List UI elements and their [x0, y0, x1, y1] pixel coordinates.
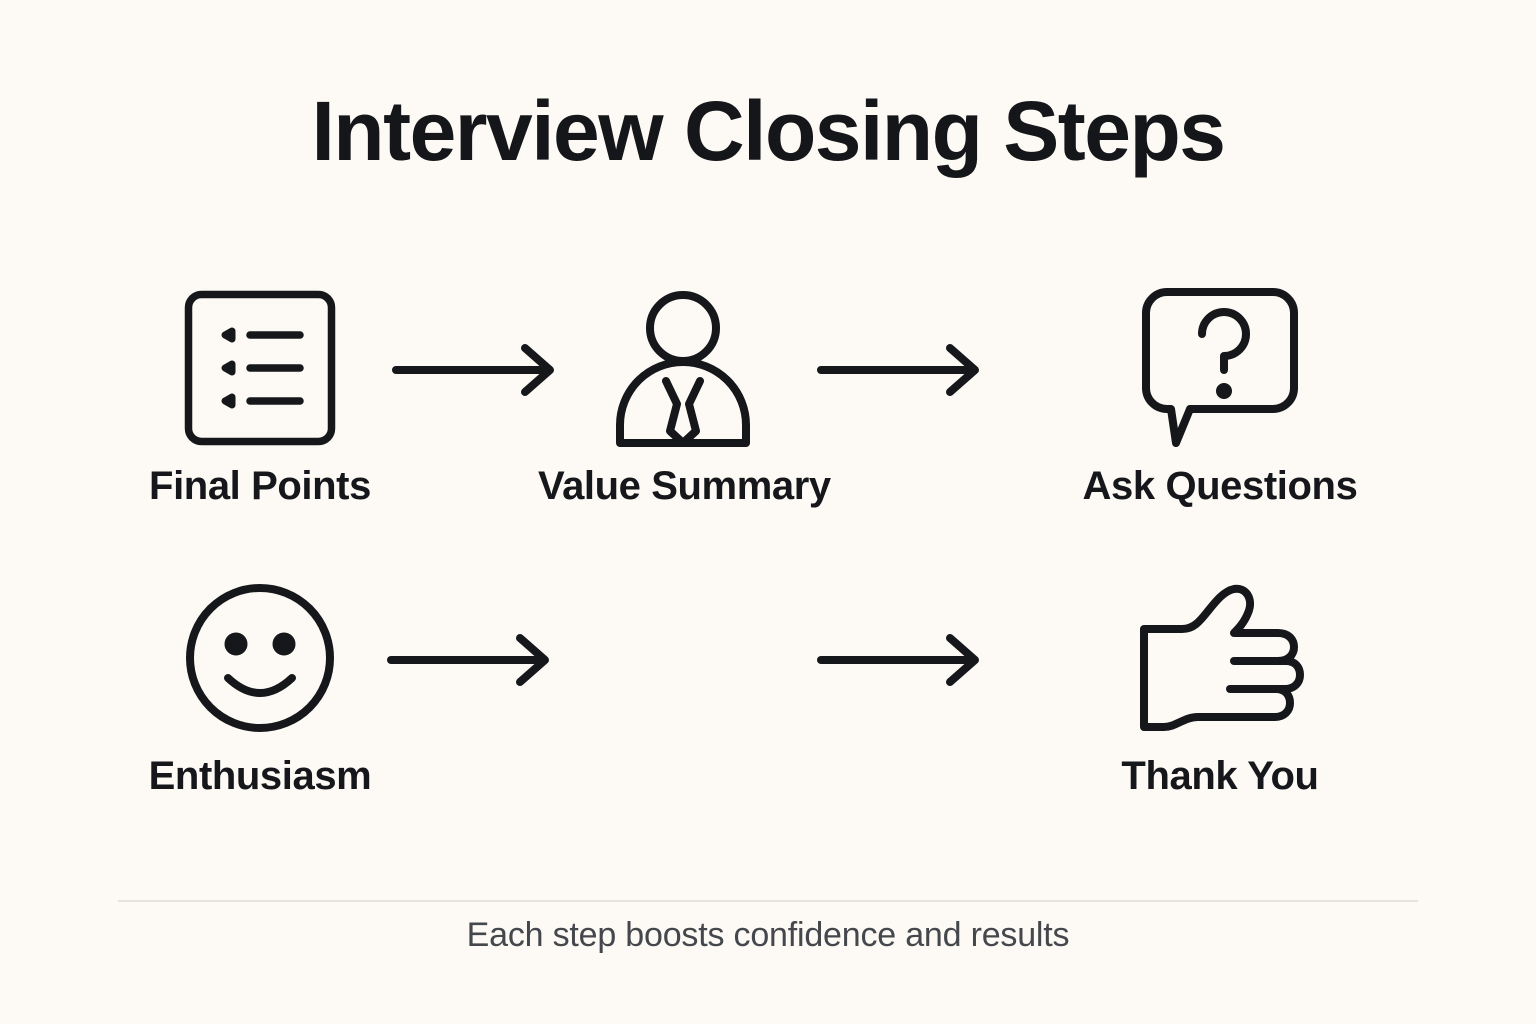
steps-row-2: Enthusiasm	[110, 568, 1426, 858]
footer-note: Each step boosts confidence and results	[466, 916, 1070, 954]
step-label: Final Points	[149, 464, 371, 508]
step-item-enthusiasm[interactable]: Enthusiasm	[115, 568, 405, 798]
smiley-face-icon	[115, 568, 405, 748]
arrow-right-icon	[815, 630, 995, 690]
step-item-thank-you[interactable]: Thank You	[1075, 568, 1365, 798]
step-label: Value Summary	[538, 464, 831, 508]
steps-row-1: Final Points Value Summary	[110, 278, 1426, 568]
thumbs-up-icon	[1075, 568, 1365, 748]
step-item-value-summary[interactable]: Value Summary	[538, 278, 831, 508]
step-item-final-points[interactable]: Final Points	[115, 278, 405, 508]
step-item-ask-questions[interactable]: Ask Questions	[1075, 278, 1365, 508]
checklist-icon	[115, 278, 405, 458]
step-label: Ask Questions	[1082, 464, 1358, 508]
arrow-right-icon	[385, 630, 565, 690]
arrow-right-icon	[815, 340, 995, 400]
arrow-right-icon	[390, 340, 570, 400]
step-label: Thank You	[1121, 754, 1319, 798]
step-label: Enthusiasm	[148, 754, 372, 798]
question-speech-bubble-icon	[1075, 278, 1365, 458]
page-title: Interview Closing Steps	[311, 84, 1226, 178]
steps-grid: Final Points Value Summary	[110, 278, 1426, 858]
businessperson-icon	[538, 278, 828, 458]
footer-divider	[118, 900, 1418, 902]
